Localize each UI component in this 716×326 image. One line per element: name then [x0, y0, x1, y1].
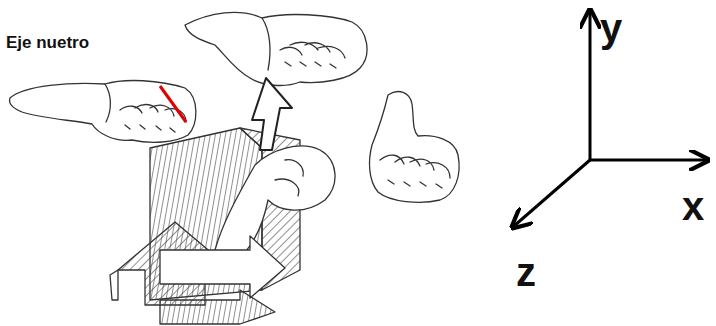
axis-name: y — [600, 8, 622, 48]
axis-name: x — [682, 186, 704, 226]
axis-label: Eje nuetro — [6, 34, 89, 51]
axis-name: z — [516, 252, 536, 292]
